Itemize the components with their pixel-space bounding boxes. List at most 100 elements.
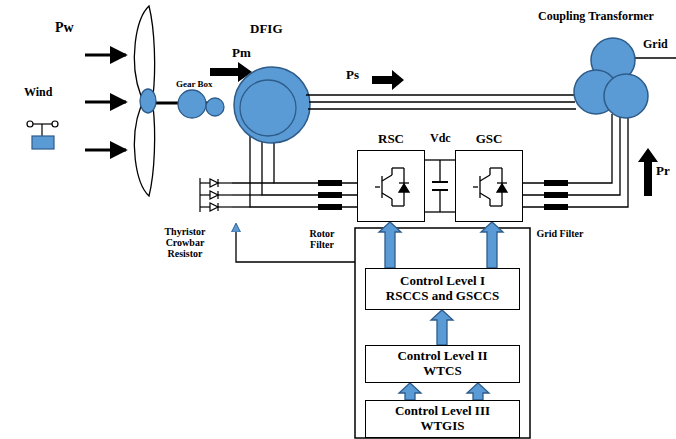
control-text: WTGIS <box>420 419 464 434</box>
signal-arrow <box>379 222 401 268</box>
rotor-filter <box>318 204 342 210</box>
anemometer-symbol <box>41 124 42 136</box>
converter-box: GSC <box>455 150 523 222</box>
coupling-transformer <box>604 74 648 118</box>
part-label: Pm <box>232 46 251 60</box>
grid-filter <box>544 180 568 210</box>
igbt-symbol <box>490 205 502 206</box>
gearbox <box>206 98 224 116</box>
thyristor-crowbar <box>210 179 218 187</box>
thyristor-crowbar <box>217 191 218 199</box>
coupling-transformer <box>574 38 648 118</box>
anemometer-symbol <box>27 121 33 127</box>
gearbox <box>178 90 206 118</box>
dc-link <box>439 160 440 182</box>
thyristor-crowbar <box>210 191 218 199</box>
igbt-symbol <box>480 175 490 181</box>
wind-arrows <box>85 55 126 150</box>
part-label: Coupling Transformer <box>538 10 654 23</box>
wind-arrows <box>85 101 126 104</box>
igbt-symbol <box>490 167 502 168</box>
signal-arrow <box>467 383 489 400</box>
hub <box>140 89 156 113</box>
grid-line <box>634 57 676 59</box>
stator-wires <box>306 94 576 95</box>
part-label: Grid Filter <box>536 228 584 239</box>
part-label: DFIG <box>250 22 283 36</box>
control-box: Control Level IRSCCS and GSCCS <box>365 268 520 310</box>
igbt-symbol <box>382 193 392 199</box>
grid-wires <box>523 114 612 183</box>
grid-wires <box>523 117 628 207</box>
igbt-symbol <box>392 167 404 168</box>
rotor-wires <box>274 135 357 183</box>
thyristor-crowbar <box>200 178 232 212</box>
dc-link <box>439 190 440 212</box>
part-label: Wind <box>24 86 52 99</box>
igbt-symbol <box>392 205 404 206</box>
control-box: Control Level IIWTCS <box>365 345 520 383</box>
igbt-symbol <box>473 168 507 206</box>
control-text: RSCCS and GSCCS <box>386 289 499 304</box>
converter-label: RSC <box>378 132 404 145</box>
grid-filter <box>544 180 568 186</box>
control-text: Control Level III <box>395 404 490 419</box>
control-text: Control Level I <box>400 274 485 289</box>
wind-arrows <box>85 54 126 57</box>
stator-wires <box>308 108 576 109</box>
grid-filter <box>544 192 568 198</box>
part-label: Pr <box>656 164 670 178</box>
signal-arrow <box>399 383 421 400</box>
anemometer-symbol <box>52 121 58 127</box>
igbt-symbol <box>375 168 409 206</box>
rotor-filter <box>318 192 342 198</box>
part-label: Vdc <box>430 132 451 145</box>
part-label: Thyristor Crowbar Resistor <box>150 226 220 259</box>
turbine-blades <box>134 106 154 196</box>
thyristor-crowbar <box>217 179 218 187</box>
power-arrow <box>638 148 658 196</box>
anemometer-symbol <box>32 136 54 149</box>
dfig-rotor <box>240 80 296 136</box>
converter-box: RSC <box>357 150 425 222</box>
grid-wires <box>523 114 628 207</box>
grid-filter <box>544 204 568 210</box>
igbt-symbol <box>489 168 490 175</box>
converter-label: GSC <box>476 132 503 145</box>
dc-link <box>432 181 448 183</box>
rotor-wires <box>232 135 357 207</box>
part-label: Grid <box>643 38 668 51</box>
igbt-symbol <box>480 193 490 199</box>
anemometer-symbol <box>27 121 58 149</box>
power-arrow <box>372 70 404 90</box>
dc-link <box>425 160 455 212</box>
rotor-wires <box>250 135 357 207</box>
rotor-wires <box>262 135 357 195</box>
igbt-symbol <box>497 184 507 192</box>
grid-wires <box>523 117 620 195</box>
rotor-wires <box>232 182 274 183</box>
dc-link <box>432 189 448 191</box>
signal-arrow <box>481 222 503 268</box>
igbt-symbol <box>479 176 480 198</box>
igbt-symbol <box>375 186 380 187</box>
part-label: Pw <box>55 20 74 35</box>
igbt-symbol <box>382 175 392 181</box>
rotor-wires <box>232 194 262 195</box>
dfig-machine <box>234 67 310 143</box>
rotor-wires <box>232 206 250 207</box>
control-box: Control Level IIIWTGIS <box>365 400 520 438</box>
igbt-symbol <box>381 176 382 198</box>
igbt-symbol <box>391 199 392 206</box>
control-text: Control Level II <box>397 349 487 364</box>
control-enclosure <box>355 228 530 438</box>
wind-arrows <box>85 149 126 152</box>
stator-wires <box>306 95 576 109</box>
igbt-symbol <box>497 182 507 183</box>
rotor-filter <box>318 180 342 186</box>
thyristor-crowbar <box>217 203 218 211</box>
thyristor-crowbar <box>210 203 218 211</box>
part-label: Ps <box>346 68 359 82</box>
